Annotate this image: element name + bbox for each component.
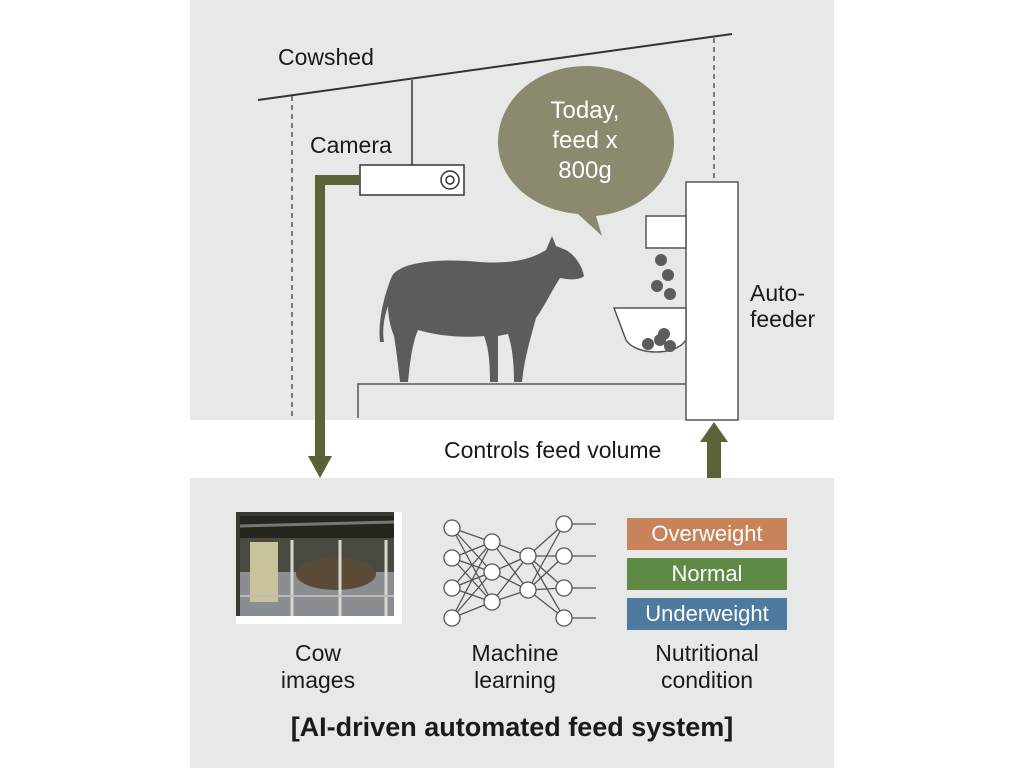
control-arrow-head (700, 422, 728, 442)
feed-pellets (651, 254, 676, 300)
data-flow-arrowhead (308, 456, 332, 478)
speech-line-2: feed x (552, 127, 618, 154)
cow-images-line2: images (280, 667, 356, 693)
nn-edges (451, 523, 596, 619)
cow-images-line1: Cow (294, 640, 341, 666)
nutrition-line1: Nutritional (655, 640, 759, 666)
data-flow-arrow (315, 175, 360, 458)
camera-label: Camera (310, 132, 392, 158)
speech-bubble-text: Today, feed x 800g (510, 96, 660, 186)
feed-hopper (645, 215, 687, 249)
cow-images-photo (236, 512, 402, 624)
ml-line2: learning (474, 667, 556, 693)
cow-images-label: Cow images (258, 640, 378, 694)
platform (357, 383, 686, 418)
badge-normal: Normal (627, 558, 787, 590)
controls-feed-volume-label: Controls feed volume (444, 437, 662, 463)
neural-network-icon (443, 515, 596, 627)
auto-feeder-label-line1: Auto- (750, 280, 805, 306)
badge-underweight: Underweight (627, 598, 787, 630)
speech-bubble-shape (498, 66, 674, 236)
diagram-title: [AI-driven automated feed system] (290, 712, 734, 742)
machine-learning-label: Machine learning (450, 640, 580, 694)
nutritional-condition-label: Nutritional condition (636, 640, 778, 694)
cow-silhouette (379, 236, 584, 382)
nutrition-line2: condition (660, 667, 754, 693)
control-arrow-shaft (707, 440, 721, 478)
nn-nodes (443, 515, 573, 627)
roof-line (257, 33, 733, 101)
auto-feeder-label-line2: feeder (750, 306, 816, 332)
cowshed-label: Cowshed (278, 44, 374, 70)
speech-line-1: Today, (550, 97, 620, 124)
auto-feeder-column (685, 181, 739, 421)
ml-line1: Machine (471, 640, 559, 666)
speech-line-3: 800g (558, 157, 612, 184)
badge-overweight: Overweight (627, 518, 787, 550)
